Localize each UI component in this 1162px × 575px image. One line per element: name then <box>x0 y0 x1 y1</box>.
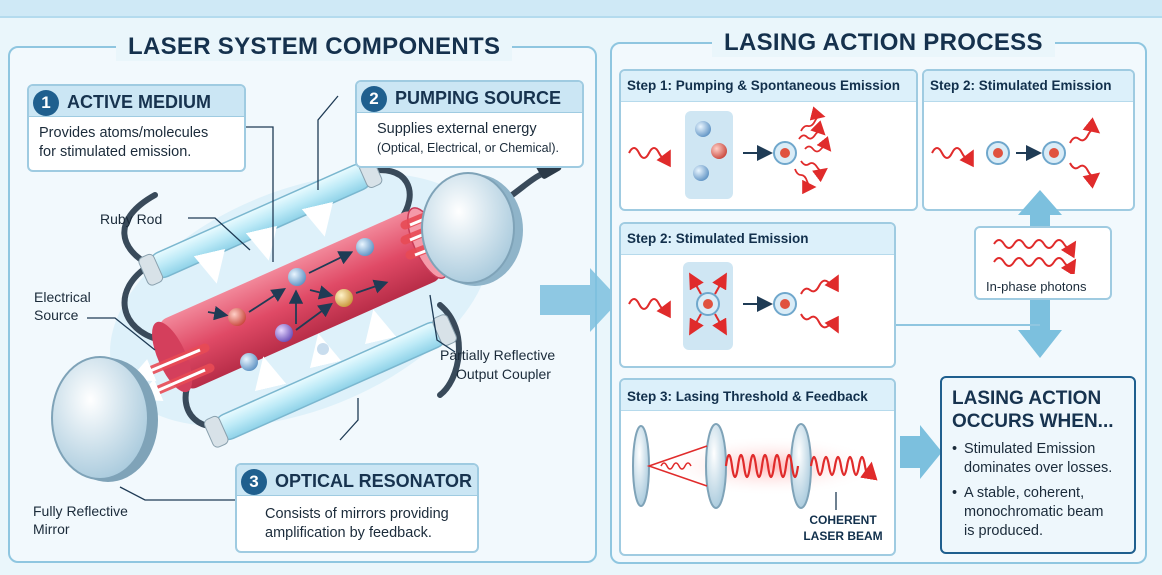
coherent-beam-label-2: LASER BEAM <box>803 529 882 543</box>
coherent-beam-label-1: COHERENT <box>809 513 877 527</box>
callout-heading: PUMPING SOURCE <box>395 88 562 108</box>
callout-number: 2 <box>361 86 387 112</box>
label-electrical-source-2: Source <box>34 307 79 323</box>
callout-line: Consists of mirrors providing <box>265 506 449 522</box>
full-reflective-mirror <box>51 356 158 482</box>
callout-active-medium: 1 ACTIVE MEDIUM Provides atoms/molecules… <box>27 84 246 172</box>
callout-header <box>237 465 477 496</box>
step-3-card: Step 3: Lasing Threshold & Feedback COHE… <box>619 378 896 556</box>
step-2-card-middle: Step 2: Stimulated Emission <box>619 222 896 368</box>
in-phase-photons-box: In-phase photons <box>974 226 1112 300</box>
step-2-upper-illustration <box>931 117 1101 189</box>
step-title: Step 2: Stimulated Emission <box>930 78 1112 93</box>
step-3-illustration: COHERENT LASER BEAM <box>632 423 883 543</box>
bullet-dot: • <box>952 441 958 457</box>
callout-line: Provides atoms/molecules <box>39 125 209 141</box>
conclusion-bullet-line: dominates over losses. <box>964 460 1113 476</box>
top-band <box>0 0 1162 18</box>
step-header <box>621 224 894 255</box>
conclusion-bullet-line: A stable, coherent, <box>964 485 1085 501</box>
lasing-conclusion-box: LASING ACTION OCCURS WHEN... • Stimulate… <box>940 376 1136 554</box>
step-title: Step 2: Stimulated Emission <box>627 231 809 246</box>
label-full-mirror-2: Mirror <box>33 521 70 537</box>
step-1-illustration <box>628 106 832 199</box>
conclusion-bullet-line: is produced. <box>964 523 1043 539</box>
conclusion-heading-2: OCCURS WHEN... <box>952 411 1114 432</box>
lasing-process-title: LASING ACTION PROCESS <box>712 29 1055 57</box>
bullet-dot: • <box>952 485 958 501</box>
laser-components-title: LASER SYSTEM COMPONENTS <box>116 33 513 61</box>
callout-number: 1 <box>33 90 59 116</box>
in-phase-label: In-phase photons <box>986 279 1087 294</box>
conclusion-bullet-line: monochromatic beam <box>964 504 1104 520</box>
lower-flash-lamp <box>203 314 457 448</box>
label-full-mirror-1: Fully Reflective <box>33 503 128 519</box>
step-2-middle-illustration <box>628 262 839 350</box>
step-title: Step 3: Lasing Threshold & Feedback <box>627 389 868 404</box>
callout-pumping-source: 2 PUMPING SOURCE Supplies external energ… <box>355 80 584 168</box>
step-1-card: Step 1: Pumping & Spontaneous Emission <box>619 69 918 211</box>
conclusion-heading-1: LASING ACTION <box>952 388 1102 409</box>
callout-line: (Optical, Electrical, or Chemical). <box>377 141 559 155</box>
label-partial-mirror-2: Output Coupler <box>456 366 551 382</box>
step-header <box>621 380 894 411</box>
callout-header <box>29 86 244 117</box>
conclusion-bullet-line: Stimulated Emission <box>964 441 1096 457</box>
step-2-card-upper: Step 2: Stimulated Emission <box>922 69 1135 211</box>
label-partial-mirror-1: Partially Reflective <box>440 347 556 363</box>
callout-line: Supplies external energy <box>377 121 537 137</box>
callout-line: amplification by feedback. <box>265 525 432 541</box>
callout-header <box>357 82 582 113</box>
callout-number: 3 <box>241 469 267 495</box>
callout-optical-resonator: 3 OPTICAL RESONATOR Consists of mirrors … <box>235 463 479 553</box>
label-ruby-rod: Ruby Rod <box>100 211 163 227</box>
panel-arrow-icon <box>540 268 620 332</box>
step-header <box>621 71 916 102</box>
callout-heading: ACTIVE MEDIUM <box>67 92 211 112</box>
callout-line: for stimulated emission. <box>39 144 192 160</box>
rod-atoms <box>228 238 374 371</box>
callout-heading: OPTICAL RESONATOR <box>275 471 473 491</box>
label-electrical-source-1: Electrical <box>34 289 91 305</box>
output-coupler-mirror <box>421 172 523 286</box>
in-phase-waves <box>993 239 1077 274</box>
step-title: Step 1: Pumping & Spontaneous Emission <box>627 78 901 93</box>
step-header <box>924 71 1133 102</box>
